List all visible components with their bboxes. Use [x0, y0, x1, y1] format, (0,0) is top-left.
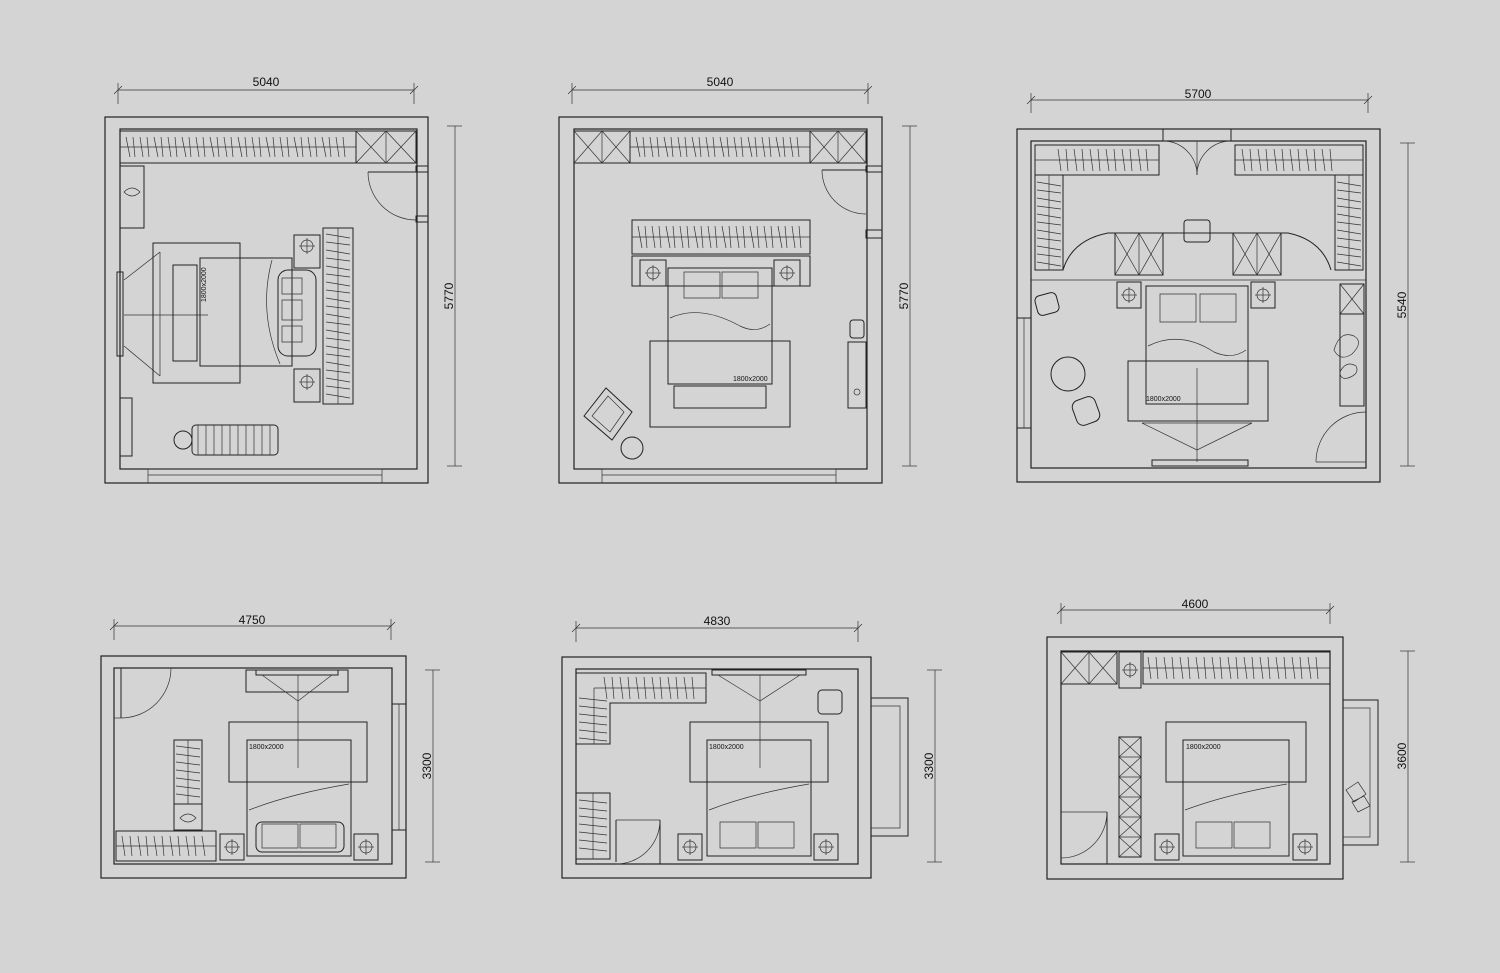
plan-1-height-label: 5770 — [442, 282, 456, 309]
plan-3: 5700 5540 — [1016, 87, 1415, 483]
plan-4-door — [114, 667, 172, 719]
plan-3-seating — [1034, 292, 1101, 426]
plan-1-door — [367, 165, 429, 223]
plan-5-door — [615, 819, 661, 865]
plan-4-width-dimension: 4750 — [109, 613, 396, 640]
plan-2-width-dimension: 5040 — [567, 75, 873, 104]
plan-5-height-dimension: 3300 — [922, 669, 942, 863]
plan-2-bed-size-label: 1800x2000 — [733, 376, 768, 383]
plan-3-bed: 1800x2000 — [1116, 281, 1276, 422]
plan-5: 4830 3300 — [561, 614, 942, 879]
plan-3-door — [1315, 411, 1367, 463]
plan-2-chair — [583, 387, 644, 460]
plan-1-walls — [104, 116, 429, 484]
plan-1-bench — [173, 424, 279, 456]
plan-5-height-label: 3300 — [922, 752, 936, 779]
plan-4-wardrobes — [115, 739, 217, 862]
plan-5-balcony — [871, 697, 909, 837]
plan-2-height-label: 5770 — [897, 282, 911, 309]
plan-6-walls — [1046, 636, 1344, 880]
plan-3-tv-projection — [1141, 368, 1253, 467]
plan-1: 5040 5770 — [104, 75, 462, 484]
plan-6-width-dimension: 4600 — [1056, 597, 1335, 624]
plan-2-wardrobe-top — [573, 130, 867, 164]
plan-2-bed: 1800x2000 — [631, 255, 811, 428]
plan-2-height-dimension: 5770 — [897, 125, 917, 467]
plan-5-walls — [561, 656, 872, 879]
plan-2-headboard-wardrobe — [631, 219, 811, 255]
plan-1-height-dimension: 5770 — [442, 125, 462, 467]
plan-3-closet-wardrobes — [1034, 144, 1364, 271]
plan-1-bed-size-label: 1800x2000 — [201, 267, 208, 302]
plan-3-height-dimension: 5540 — [1395, 142, 1415, 467]
plan-5-tv-projection — [711, 669, 843, 768]
plan-3-partition — [1062, 219, 1332, 276]
plan-5-width-dimension: 4830 — [571, 614, 863, 642]
plan-6: 4600 3600 — [1046, 597, 1415, 880]
plan-2-right-furniture — [847, 319, 867, 409]
plan-4-height-label: 3300 — [420, 752, 434, 779]
plan-6-balcony — [1343, 699, 1379, 846]
plan-6-width-label: 4600 — [1182, 597, 1209, 611]
plan-4-bed: 1800x2000 — [219, 721, 379, 861]
plan-6-wardrobes — [1060, 651, 1331, 858]
plan-6-bed-size-label: 1800x2000 — [1186, 744, 1221, 751]
plan-1-width-label: 5040 — [253, 75, 280, 89]
plan-1-bed: 1800x2000 — [152, 234, 321, 403]
plan-5-width-label: 4830 — [704, 614, 731, 628]
plan-1-left-furniture — [116, 165, 145, 457]
plan-3-closet-door — [1162, 128, 1232, 176]
plan-1-wardrobe-right — [322, 227, 354, 405]
plan-4-tv-projection — [245, 669, 349, 768]
plan-3-height-label: 5540 — [1395, 291, 1409, 318]
plan-2: 5040 5770 — [558, 75, 917, 484]
plan-3-bed-size-label: 1800x2000 — [1146, 396, 1181, 403]
plan-6-door — [1060, 811, 1108, 864]
plan-1-width-dimension: 5040 — [113, 75, 419, 104]
plan-4: 4750 3300 — [100, 613, 440, 879]
plan-6-bed: 1800x2000 — [1154, 721, 1318, 861]
plan-3-width-dimension: 5700 — [1026, 87, 1373, 113]
plan-4-walls — [100, 655, 407, 879]
plan-1-wardrobe-top — [119, 130, 417, 164]
plan-2-walls — [558, 116, 883, 484]
plan-2-door — [821, 165, 883, 239]
plan-2-width-label: 5040 — [707, 75, 734, 89]
plan-1-tv-projection — [123, 251, 208, 377]
plan-3-right-furniture — [1333, 283, 1365, 407]
plan-5-bed-size-label: 1800x2000 — [709, 744, 744, 751]
plan-3-walls — [1016, 128, 1381, 483]
plan-4-bed-size-label: 1800x2000 — [249, 744, 284, 751]
plan-4-width-label: 4750 — [239, 613, 266, 627]
plan-6-height-label: 3600 — [1395, 742, 1409, 769]
plan-5-wardrobes — [575, 672, 707, 860]
plan-5-bed: 1800x2000 — [677, 721, 839, 861]
plan-3-width-label: 5700 — [1185, 87, 1212, 101]
plan-6-height-dimension: 3600 — [1395, 650, 1415, 863]
plan-4-height-dimension: 3300 — [420, 669, 440, 863]
